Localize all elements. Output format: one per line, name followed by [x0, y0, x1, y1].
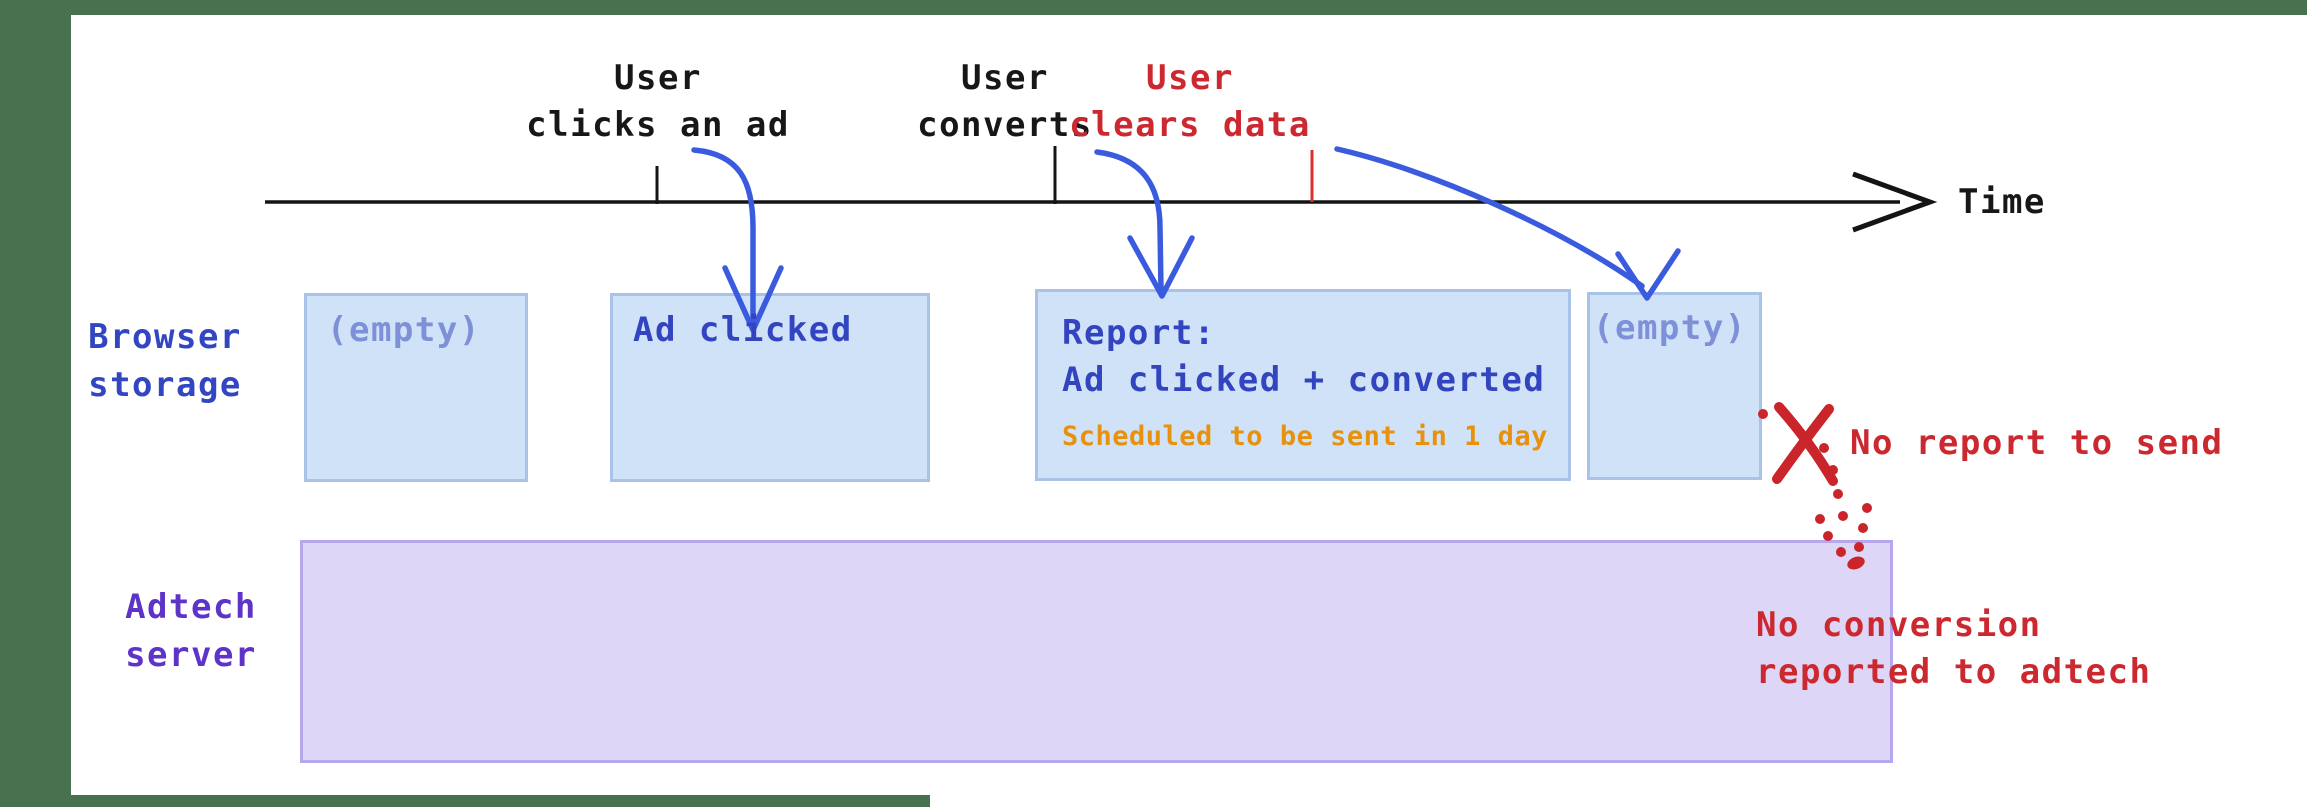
time-axis-label: Time	[1958, 182, 2046, 222]
event-label-user-clicks-ad: User clicks an ad	[526, 55, 790, 149]
event-label-line: User	[614, 58, 702, 98]
empty-box-text-after-clear: (empty)	[1593, 308, 1747, 348]
slide-background-bottom-right	[930, 795, 2307, 807]
ad-clicked-box-text: Ad clicked	[633, 310, 853, 350]
report-box-title-line1: Report:	[1062, 313, 1216, 353]
row-label-line: storage	[88, 365, 242, 405]
browser-storage-box-report	[1035, 289, 1571, 481]
event-label-line: User	[961, 58, 1049, 98]
no-conversion-annotation: No conversion reported to adtech	[1756, 602, 2151, 696]
event-label-user-converts: User converts	[917, 55, 1093, 149]
event-label-user-clears-data: User clears data	[1069, 55, 1311, 149]
browser-storage-box-empty-before-click	[304, 293, 528, 482]
no-conversion-line: reported to adtech	[1756, 652, 2152, 692]
no-report-annotation: No report to send	[1850, 423, 2224, 463]
event-label-line: clicks an ad	[526, 105, 790, 145]
row-label-line: server	[125, 635, 257, 675]
row-label-line: Browser	[88, 317, 242, 357]
no-conversion-line: No conversion	[1756, 605, 2042, 645]
adtech-server-row-label: Adtech server	[125, 583, 257, 679]
row-label-line: Adtech	[125, 587, 257, 627]
report-box-title-line2: Ad clicked + converted	[1062, 360, 1546, 400]
empty-box-text: (empty)	[327, 310, 481, 350]
event-label-line: converts	[917, 105, 1093, 145]
event-label-line: clears data	[1069, 105, 1311, 145]
browser-storage-box-empty-after-clear	[1587, 292, 1762, 480]
report-box-schedule-note: Scheduled to be sent in 1 day	[1062, 421, 1548, 452]
browser-storage-row-label: Browser storage	[88, 313, 242, 409]
event-label-line: User	[1146, 58, 1234, 98]
adtech-server-box	[300, 540, 1893, 763]
